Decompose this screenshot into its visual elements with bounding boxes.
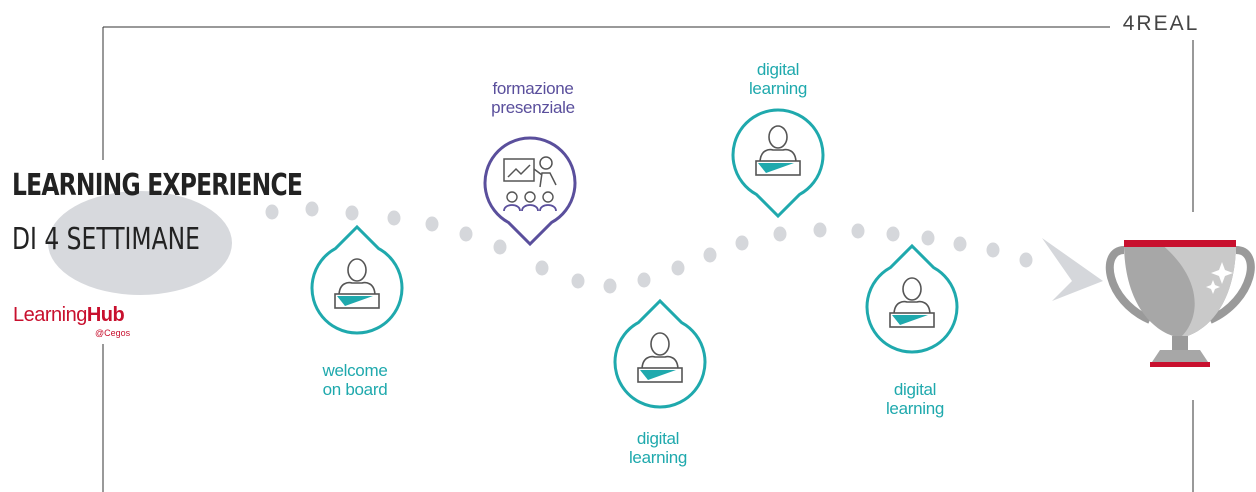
trophy-icon [1105, 240, 1255, 367]
audience-head [542, 191, 554, 203]
title-backdrop [48, 191, 232, 295]
path-dot [671, 260, 685, 276]
brand-sub: @Cegos [95, 328, 131, 338]
step-label-line: welcome [322, 361, 388, 380]
markers [310, 108, 959, 409]
path-dot [345, 205, 359, 221]
step-label-line: learning [628, 448, 688, 467]
path-dot [1019, 252, 1033, 268]
marker-pin [310, 224, 404, 335]
step-label-digital-2: digital learning [728, 60, 828, 98]
presentation-board [503, 158, 535, 182]
path-dot [535, 260, 549, 276]
step-marker-digital-3 [865, 243, 959, 354]
path-dot [425, 216, 439, 232]
step-marker-welcome [310, 224, 404, 335]
step-label-digital-1: digital learning [608, 429, 708, 467]
step-label-line: learning [748, 79, 808, 98]
title-line-2: DI 4 SETTIMANE [12, 222, 200, 257]
step-label-welcome: welcome on board [305, 361, 405, 399]
person-body [338, 281, 376, 297]
step-marker-digital-1 [613, 298, 707, 409]
laptop-accent [337, 296, 373, 306]
step-label-line: digital [636, 429, 680, 448]
step-label-digital-3: digital learning [865, 380, 965, 418]
path-dot [637, 272, 651, 288]
learninghub-logo: LearningHub [13, 304, 125, 327]
path-dot [493, 239, 507, 255]
person-head [768, 125, 788, 149]
path-dot [603, 278, 617, 294]
path-dot [265, 204, 279, 220]
person-head [347, 258, 367, 282]
step-label-line: learning [885, 399, 945, 418]
path-dot [953, 236, 967, 252]
person-head [902, 277, 922, 301]
path-dot [986, 242, 1000, 258]
person-body [759, 148, 797, 164]
path-dot [735, 235, 749, 251]
path-dot [305, 201, 319, 217]
title-line-1: LEARNING EXPERIENCE [12, 168, 303, 203]
path-dot [387, 210, 401, 226]
person-head [650, 332, 670, 356]
marker-pin [613, 298, 707, 409]
path-dot [773, 226, 787, 242]
step-label-line: presenziale [491, 98, 575, 117]
path-dot [703, 247, 717, 263]
audience-head [524, 191, 536, 203]
marker-pin [483, 136, 577, 247]
audience-head [506, 191, 518, 203]
step-label-formazione: formazione presenziale [468, 79, 598, 117]
brand-name-b: Hub [86, 304, 125, 326]
presenter-head [539, 156, 553, 170]
frame [102, 26, 1194, 492]
path-dot [571, 273, 585, 289]
step-label-line: on board [322, 380, 388, 399]
laptop-accent [640, 370, 676, 380]
dotted-path [265, 201, 1033, 294]
step-label-line: formazione [492, 79, 574, 98]
step-marker-formazione [483, 136, 577, 247]
path-dot [921, 230, 935, 246]
path-dot [813, 222, 827, 238]
path-arrowhead [1042, 238, 1103, 301]
step-label-line: digital [756, 60, 800, 79]
step-marker-digital-2 [731, 108, 825, 219]
marker-pin [865, 243, 959, 354]
person-body [893, 300, 931, 316]
path-dot [886, 226, 900, 242]
laptop-accent [758, 163, 794, 173]
step-label-line: digital [893, 380, 937, 399]
brand-logo: 4REAL [1122, 12, 1200, 35]
laptop-accent [892, 315, 928, 325]
path-dot [459, 226, 473, 242]
brand-name-a: Learning [13, 304, 87, 326]
path-dot [851, 223, 865, 239]
person-body [641, 355, 679, 371]
